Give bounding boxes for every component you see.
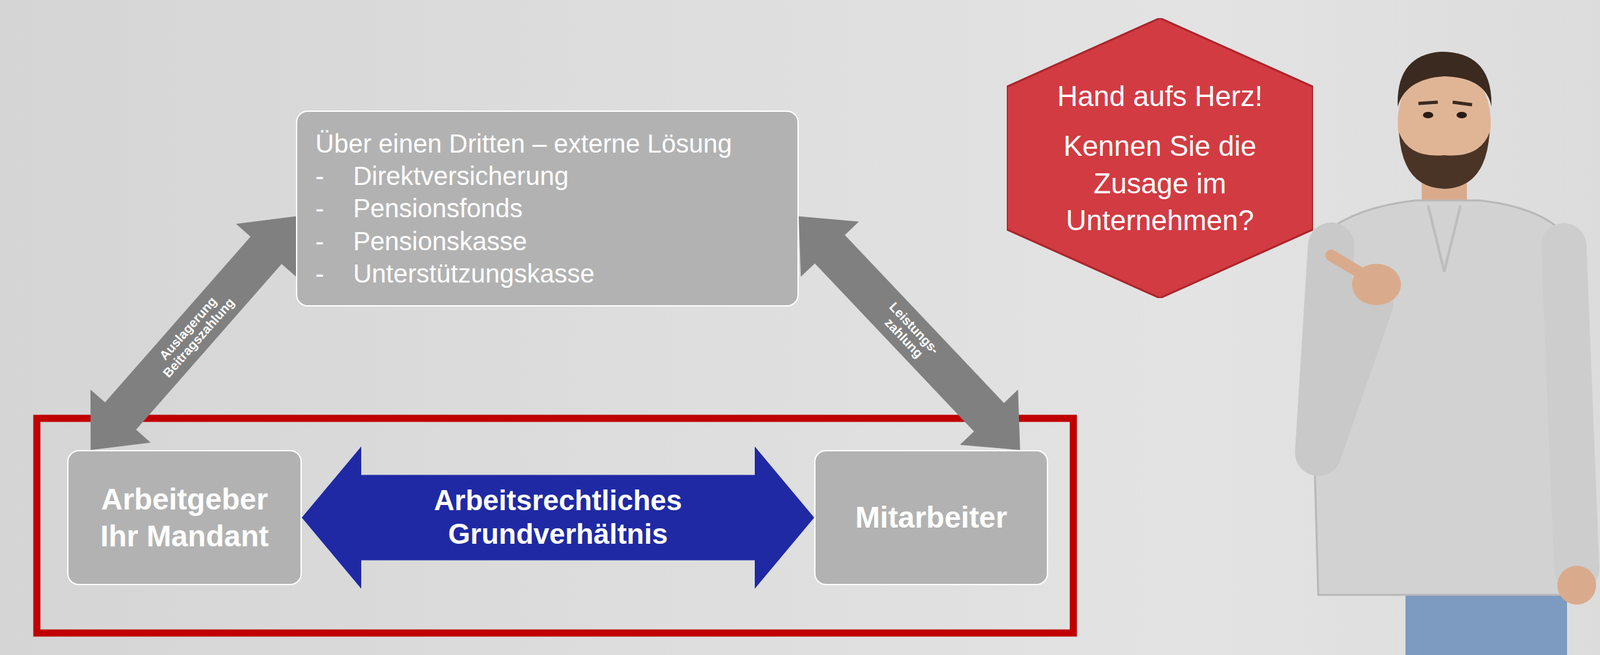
text-group: Hand aufs Herz! Kennen Sie die Zusage im … — [1046, 77, 1274, 239]
list-item: - Unterstützungskasse — [315, 257, 733, 290]
person-figure — [1311, 51, 1597, 655]
arrow-label: Auslagerung Beitragszahlung — [149, 285, 238, 380]
list-item: - Pensionsfonds — [315, 191, 733, 225]
hair — [1397, 51, 1492, 107]
flow-arrow — [798, 216, 1021, 450]
eyebrows — [1418, 102, 1473, 105]
text-group: Mitarbeiter — [854, 498, 1007, 536]
question-hexagon: Hand aufs Herz! Kennen Sie die Zusage im … — [1006, 18, 1314, 298]
eye — [1456, 111, 1467, 119]
node-text: Mitarbeiter — [854, 498, 1007, 536]
node-text: Hand aufs Herz! — [1046, 77, 1274, 115]
employer-box: ArbeitgeberIhr Mandant — [67, 449, 302, 585]
hexagon-fill — [1006, 18, 1314, 298]
left-arm — [1318, 245, 1370, 453]
pointing-finger — [1331, 255, 1364, 275]
relation-arrow — [301, 446, 815, 589]
highlight-frame — [36, 418, 1074, 633]
node-text: Arbeitgeber — [100, 480, 269, 517]
flow-arrow — [90, 216, 296, 450]
solution-box: Über einen Dritten – externe Lösung- Dir… — [295, 110, 799, 307]
box-heading: Über einen Dritten – externe Lösung — [315, 127, 733, 160]
eye — [1422, 111, 1434, 119]
list-item: - Direktversicherung — [315, 159, 733, 192]
arrow-label: Arbeitsrechtliches Grundverhältnis — [403, 483, 714, 552]
text-group: Über einen Dritten – externe Lösung- Dir… — [315, 127, 733, 291]
right-arm — [1563, 245, 1577, 569]
node-text: Kennen Sie die Zusage im Unternehmen? — [1046, 127, 1274, 239]
beard — [1399, 132, 1490, 189]
right-hand — [1557, 565, 1597, 605]
placket — [1428, 205, 1461, 272]
node-text: Ihr Mandant — [100, 517, 269, 554]
sweater — [1311, 200, 1577, 595]
list-item: - Pensionskasse — [315, 224, 733, 258]
employee-box: Mitarbeiter — [814, 449, 1049, 585]
text-group: ArbeitgeberIhr Mandant — [100, 480, 269, 554]
